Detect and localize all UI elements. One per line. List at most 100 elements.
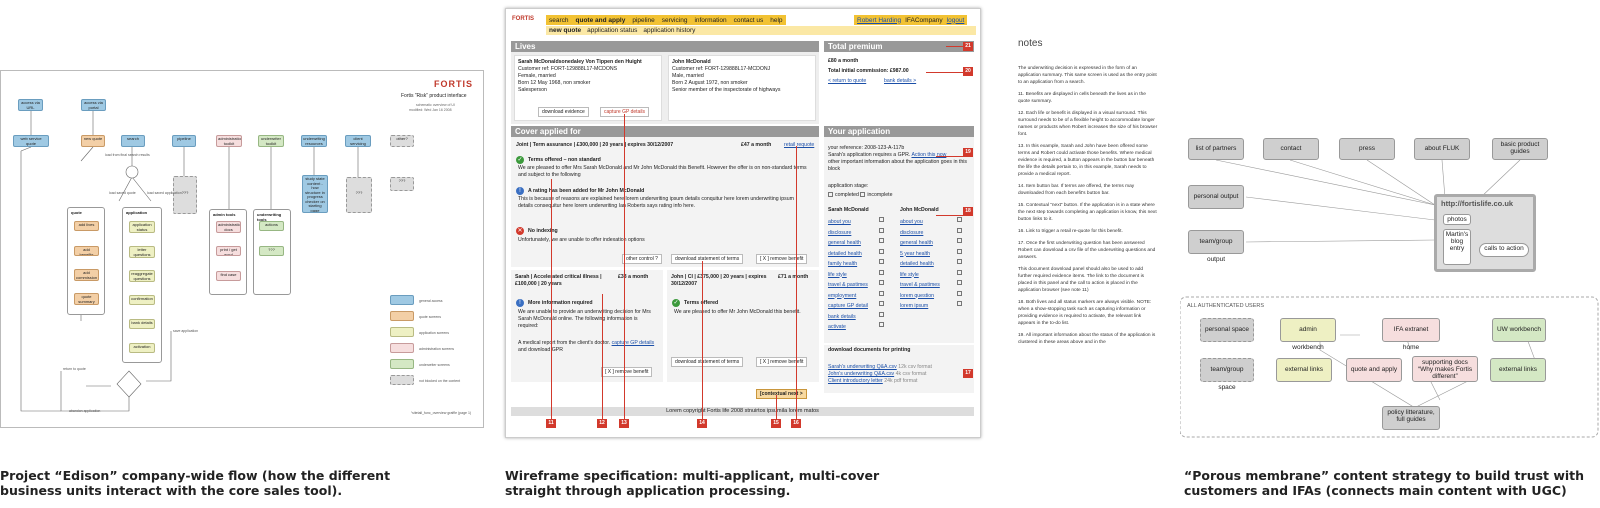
node-blog-entry: Martin's blog entry — [1443, 229, 1471, 265]
task-link-sarah[interactable]: capture GP detail — [828, 303, 868, 309]
node-photos: photos — [1443, 214, 1471, 225]
documents-panel — [824, 345, 974, 393]
nav-quote-apply[interactable]: quote and apply — [575, 16, 626, 24]
task-link-john[interactable]: travel & pastimes — [900, 282, 940, 288]
task-checkbox[interactable] — [957, 290, 962, 296]
legend-swatch-admin — [390, 343, 414, 353]
node-add-lives: add lives — [74, 221, 99, 231]
task-checkbox[interactable] — [879, 269, 884, 275]
task-checkbox[interactable] — [879, 311, 884, 317]
task-link-sarah[interactable]: bank details — [828, 313, 856, 320]
bank-details-link[interactable]: bank details > — [884, 78, 917, 84]
note-paragraph: 17. Once the first underwriting question… — [1018, 241, 1156, 260]
note-paragraph: This document download panel should also… — [1018, 267, 1145, 293]
doc-intro-letter-link[interactable]: Client introductory letter — [828, 378, 883, 384]
contextual-next-button[interactable]: [contextual next > — [756, 389, 807, 399]
nav-help[interactable]: help — [770, 16, 783, 24]
task-link-sarah[interactable]: life style — [828, 271, 847, 278]
doc-sarah-qa-link[interactable]: Sarah's underwriting Q&A.csv — [828, 364, 897, 370]
logout-link[interactable]: logout — [946, 16, 965, 24]
wire-fortis-logo: FORTIS — [512, 16, 534, 22]
legend-underwriter: underwriter screens — [419, 363, 450, 367]
capture-gp-link[interactable]: capture GP details — [611, 340, 655, 346]
sarah-column-heading: Sarah McDonald — [828, 207, 869, 213]
total-commission: Total initial commission: £987.00 — [828, 68, 909, 74]
user-name-link[interactable]: Robert Harding — [857, 16, 902, 24]
nav-search[interactable]: search — [549, 16, 569, 24]
node-web-service: web service quote — [13, 135, 49, 147]
download-evidence-button[interactable]: download evidence — [538, 107, 589, 117]
other-control-button[interactable]: other control ? — [622, 254, 662, 264]
task-link-john[interactable]: general health — [900, 240, 933, 246]
node-external-links-1: external links — [1276, 358, 1332, 382]
task-link-sarah[interactable]: about you — [828, 219, 851, 225]
task-link-john[interactable]: about you — [900, 219, 923, 225]
john-cover-summary: John | CI | £375,000 | 20 years | expire… — [671, 274, 767, 287]
important-info-text: other important information about the ap… — [828, 159, 967, 172]
task-link-john[interactable]: lorem ipsum — [900, 303, 929, 309]
task-checkbox[interactable] — [957, 227, 962, 233]
nav-information[interactable]: information — [694, 16, 727, 24]
subnav-new-quote[interactable]: new quote — [549, 27, 582, 34]
task-checkbox[interactable] — [957, 301, 962, 306]
note-paragraph: 13. In this example, Sarah and John have… — [1018, 144, 1155, 177]
task-checkbox[interactable] — [879, 238, 884, 243]
task-checkbox[interactable] — [879, 322, 884, 327]
legend-swatch-unknown — [390, 375, 414, 385]
nav-servicing[interactable]: servicing — [661, 16, 688, 24]
task-checkbox[interactable] — [879, 290, 884, 296]
task-link-sarah[interactable]: detailed health — [828, 250, 862, 257]
download-statement-button[interactable]: download statement of terms — [671, 254, 744, 264]
task-checkbox[interactable] — [879, 301, 884, 306]
john-terms-text: We are pleased to offer Mr John McDonald… — [674, 309, 801, 315]
task-checkbox[interactable] — [957, 259, 962, 264]
task-checkbox[interactable] — [957, 269, 962, 275]
subnav-app-history[interactable]: application history — [643, 27, 696, 34]
task-checkbox[interactable] — [957, 248, 962, 254]
task-checkbox[interactable] — [957, 280, 962, 285]
return-quote-link[interactable]: < return to quote — [828, 78, 867, 84]
nav-pipeline[interactable]: pipeline — [632, 16, 655, 24]
task-link-sarah[interactable]: travel & pastimes — [828, 282, 868, 288]
task-link-john[interactable]: 5 year health — [900, 250, 930, 257]
download-statement-john-button[interactable]: download statement of terms — [671, 357, 744, 367]
doc-john-qa-link[interactable]: John's underwriting Q&A.csv — [828, 371, 895, 377]
task-checkbox[interactable] — [879, 280, 884, 285]
task-row: 5 year health — [900, 248, 964, 260]
nav-contact[interactable]: contact us — [733, 16, 764, 24]
node-supporting-docs: supporting docs “Why makes Fortis differ… — [1412, 356, 1478, 382]
task-checkbox[interactable] — [957, 238, 962, 243]
node-client-servicing: client servicing — [345, 135, 371, 147]
incomplete-label: incomplete — [867, 192, 893, 198]
john-task-list: about you disclosure general health 5 year … — [900, 217, 964, 312]
task-link-john[interactable]: life style — [900, 271, 919, 278]
task-checkbox[interactable] — [957, 217, 962, 222]
legend-swatch-underwriter — [390, 359, 414, 369]
copyright-footer: Lorem copyright Fortis life 2008 stnuirt… — [511, 407, 974, 416]
task-link-sarah[interactable]: activate — [828, 324, 846, 330]
remove-benefit-sarah-button[interactable]: [ X ] remove benefit — [601, 367, 653, 377]
task-link-john[interactable]: lorem question — [900, 292, 935, 299]
task-checkbox[interactable] — [879, 259, 884, 264]
marker-15: 15 — [771, 419, 781, 428]
retail-requote-link[interactable]: retail requote — [784, 142, 815, 148]
subnav-app-status[interactable]: application status — [587, 27, 638, 34]
remove-benefit-john-button[interactable]: [ X ] remove benefit — [756, 357, 808, 367]
task-link-john[interactable]: disclosure — [900, 229, 924, 236]
remove-benefit-button[interactable]: [ X ] remove benefit — [756, 254, 808, 264]
task-checkbox[interactable] — [879, 248, 884, 254]
task-link-sarah[interactable]: family health — [828, 261, 858, 267]
task-link-sarah[interactable]: employment — [828, 292, 857, 299]
node-ifa-extranet: IFA extranet home — [1382, 318, 1440, 351]
note-paragraph: 16. Link to trigger a retail re-quote fo… — [1018, 229, 1123, 234]
task-link-sarah[interactable]: disclosure — [828, 229, 852, 236]
diagram-title: Fortis “Risk” product interface — [401, 93, 467, 99]
marker-20: 20 — [963, 67, 973, 76]
notes-column: notes The underwriting decision is expre… — [1018, 39, 1158, 351]
task-link-john[interactable]: detailed health — [900, 261, 934, 267]
task-checkbox[interactable] — [879, 217, 884, 222]
action-now-link[interactable]: Action this now — [911, 152, 947, 158]
task-link-sarah[interactable]: general health — [828, 240, 861, 246]
node-unknown-1: ??? — [173, 176, 197, 214]
task-checkbox[interactable] — [879, 227, 884, 233]
